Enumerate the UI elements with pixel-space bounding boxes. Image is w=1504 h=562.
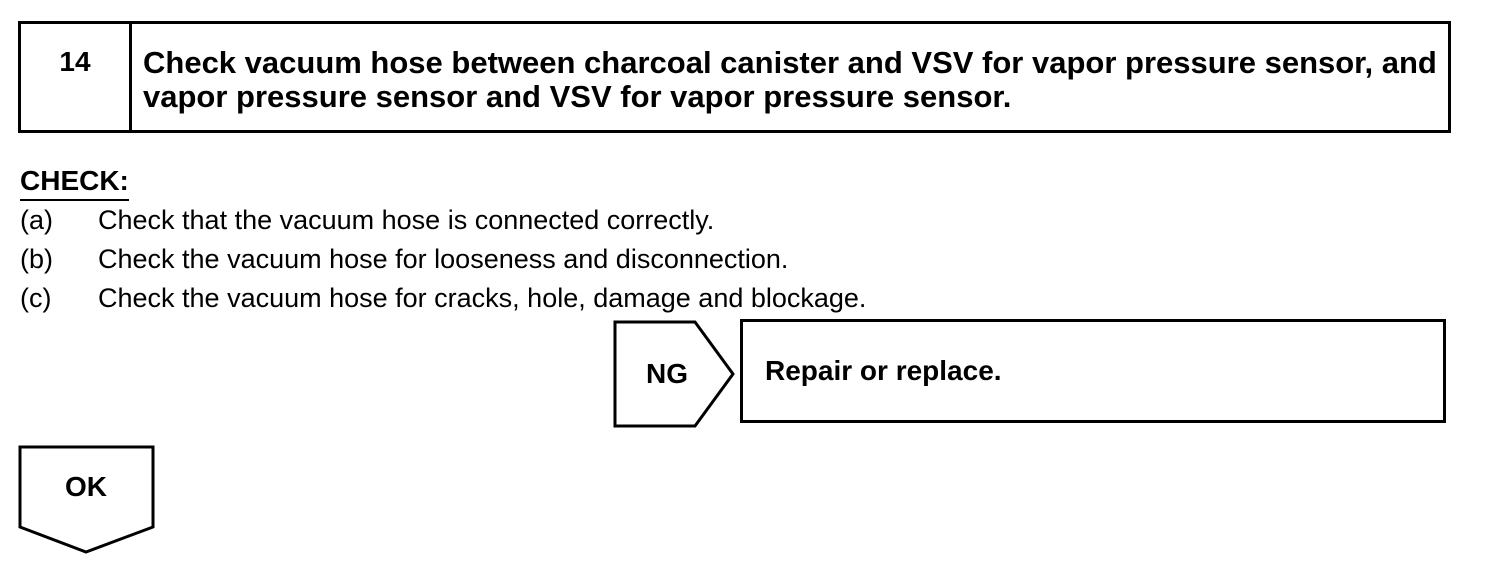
ng-branch-arrow: NG [613,320,739,428]
step-header-box: 14 Check vacuum hose between charcoal ca… [18,21,1451,133]
check-item-b: (b) Check the vacuum hose for looseness … [20,240,866,279]
ng-label: NG [646,358,688,389]
step-title: Check vacuum hose between charcoal canis… [143,45,1437,114]
check-item-text: Check the vacuum hose for looseness and … [98,244,789,274]
down-arrow-shape [18,445,155,554]
check-item-text: Check that the vacuum hose is connected … [98,205,715,235]
check-item-a: (a) Check that the vacuum hose is connec… [20,201,866,240]
check-list: (a) Check that the vacuum hose is connec… [20,201,866,318]
check-item-marker: (b) [20,244,53,274]
ng-result-box: Repair or replace. [740,319,1446,423]
ok-label: OK [65,471,107,502]
right-arrow-shape [613,320,735,428]
step-number: 14 [21,24,132,130]
check-item-marker: (a) [20,205,53,235]
check-item-marker: (c) [20,283,52,313]
check-item-c: (c) Check the vacuum hose for cracks, ho… [20,279,866,318]
check-item-text: Check the vacuum hose for cracks, hole, … [98,283,867,313]
ok-branch-arrow: OK [18,445,158,557]
check-heading: CHECK: [20,165,129,201]
